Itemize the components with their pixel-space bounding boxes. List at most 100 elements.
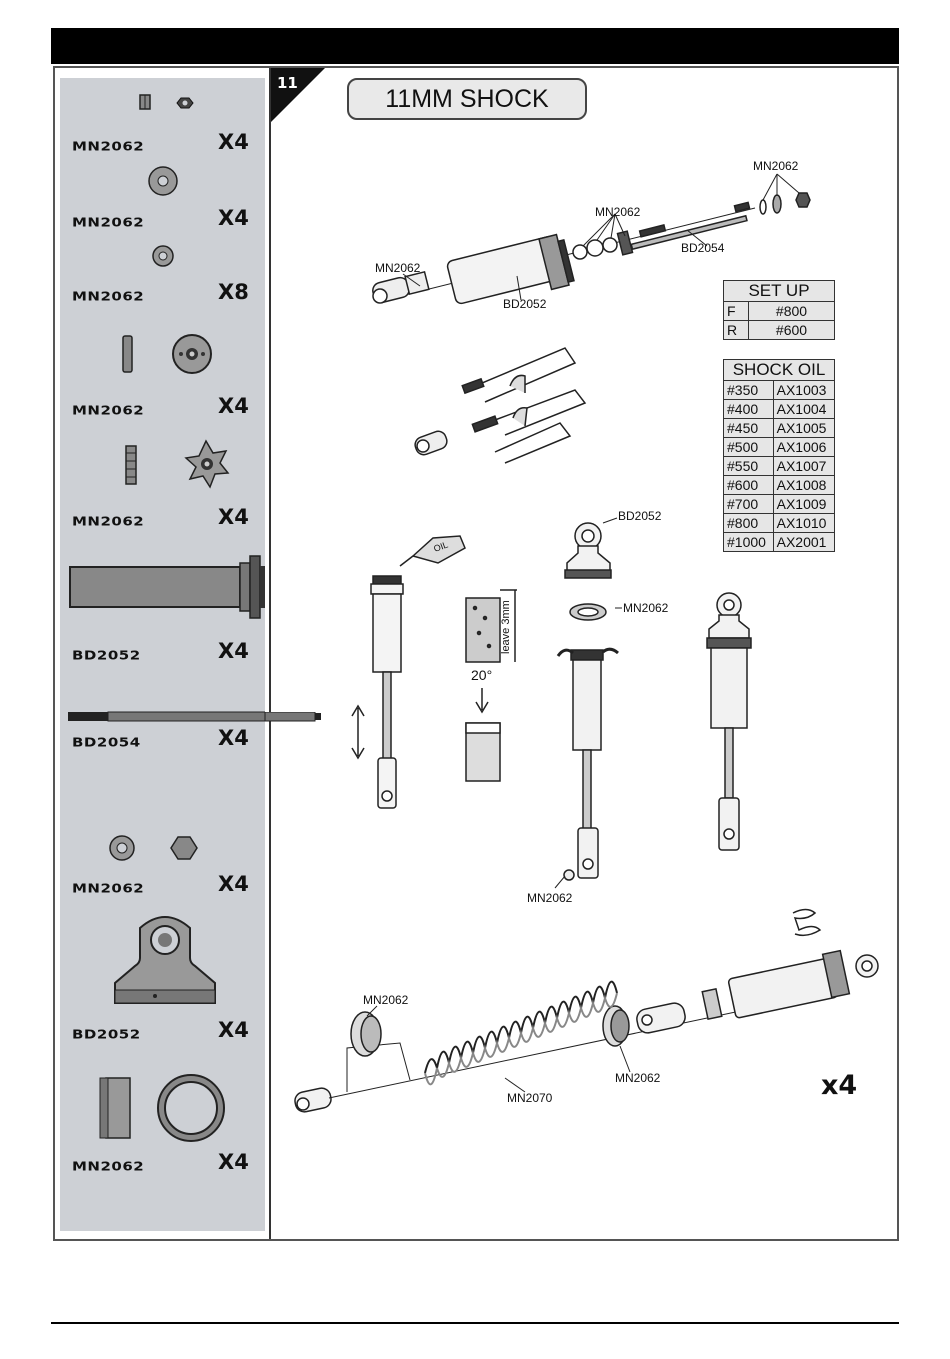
footer-rule	[51, 1322, 899, 1324]
callout-lines	[366, 1005, 378, 1017]
oil-weight: #800	[723, 513, 774, 533]
callout-label: MN2062	[527, 891, 573, 905]
callout-lines	[619, 1045, 631, 1073]
step-number: 11	[277, 74, 298, 92]
spring-coil-icon	[424, 980, 618, 1086]
setup-value: #600	[748, 320, 835, 340]
shaft-extension-icon	[265, 712, 321, 722]
part-code: MN2062	[72, 402, 145, 418]
part-code: BD2052	[72, 647, 141, 663]
shock-body-icon	[69, 555, 265, 619]
oil-code: AX1003	[772, 380, 836, 400]
oil-code: AX1006	[772, 437, 836, 457]
oil-code: AX1009	[772, 494, 836, 514]
assembly-diagram: MN2062 BD2052 MN2062 BD2054 MN2062	[294, 159, 879, 1113]
callout-label: MN2062	[623, 601, 669, 615]
part-code: MN2062	[72, 138, 145, 154]
part-code: MN2062	[72, 214, 145, 230]
part-qty: X4	[218, 1018, 249, 1042]
setup-title: SET UP	[723, 280, 835, 302]
part-code: MN2062	[72, 513, 145, 529]
oil-code: AX1005	[772, 418, 836, 438]
callout-lines	[554, 875, 566, 889]
part-qty: X4	[218, 726, 249, 750]
oil-weight: #1000	[723, 532, 774, 552]
oil-code: AX2001	[772, 532, 836, 552]
step-number-badge	[271, 68, 325, 122]
part-qty: X4	[218, 639, 249, 663]
callout-label: MN2070	[507, 1091, 553, 1105]
callout-label: BD2052	[503, 297, 547, 311]
part-qty: X4	[218, 872, 249, 896]
part-qty: X8	[218, 280, 249, 304]
oil-weight: #350	[723, 380, 774, 400]
assembly-multiplier: x4	[821, 1070, 858, 1101]
piston-icon	[122, 334, 212, 374]
washer-nut-icon	[109, 835, 198, 861]
callout-label: BD2052	[618, 509, 662, 523]
callout-label: MN2062	[363, 993, 409, 1007]
callout-lines	[402, 173, 800, 301]
spring-cup-icon	[125, 439, 230, 489]
part-code: MN2062	[72, 288, 145, 304]
header-bar	[51, 28, 899, 64]
part-code: BD2054	[72, 734, 141, 750]
shock-cap-icon	[114, 916, 216, 1004]
part-qty: X4	[218, 1150, 249, 1174]
table-row: R #600	[723, 320, 835, 340]
cap-install-icon	[556, 522, 619, 881]
oil-code: AX1007	[772, 456, 836, 476]
shock-oil-fill-icon	[351, 535, 466, 809]
oil-code: AX1008	[772, 475, 836, 495]
oil-level-detail-icon	[465, 589, 517, 782]
washer-icon	[148, 166, 178, 196]
part-qty: X4	[218, 394, 249, 418]
setup-position: F	[723, 301, 749, 321]
parts-sidebar: MN2062 X4 MN2062 X4 MN2062 X8 MN2062 X4 …	[60, 78, 265, 1231]
shock-oil-title: SHOCK OIL	[723, 359, 835, 381]
part-code: BD2052	[72, 1026, 141, 1042]
oil-code: AX1010	[772, 513, 836, 533]
shock-shaft-icon	[68, 711, 265, 722]
small-washer-icon	[152, 245, 174, 267]
callout-label: MN2062	[375, 261, 421, 275]
leave-3mm-note: leave 3mm	[500, 600, 512, 654]
setup-table: SET UP F #800 R #600	[723, 280, 835, 340]
oil-weight: #450	[723, 418, 774, 438]
setup-position: R	[723, 320, 749, 340]
part-qty: X4	[218, 130, 249, 154]
chassis-mount-icon	[414, 347, 587, 464]
part-code: MN2062	[72, 1158, 145, 1174]
oil-bottle-label: OIL	[432, 540, 449, 554]
oil-weight: #400	[723, 399, 774, 419]
step-title: 11MM SHOCK	[347, 78, 587, 120]
assembled-shock-icon	[706, 592, 752, 851]
spring-assembly-icon	[294, 908, 879, 1113]
callout-lines	[504, 1077, 526, 1093]
part-code: MN2062	[72, 880, 145, 896]
callout-label: MN2062	[753, 159, 799, 173]
callout-label: MN2062	[595, 205, 641, 219]
oil-weight: #500	[723, 437, 774, 457]
oil-weight: #550	[723, 456, 774, 476]
exploded-shock-icon	[372, 192, 811, 305]
callout-label: BD2054	[681, 241, 725, 255]
oil-weight: #700	[723, 494, 774, 514]
table-row: F #800	[723, 301, 835, 321]
callout-lines	[602, 517, 618, 524]
sidebar-divider	[269, 68, 271, 1239]
angle-note: 20°	[471, 667, 492, 683]
instruction-panel: MN2062 X4 MN2062 X4 MN2062 X8 MN2062 X4 …	[53, 66, 899, 1241]
screw-nut-icon	[139, 94, 194, 110]
setup-value: #800	[748, 301, 835, 321]
bushing-ring-icon	[99, 1074, 225, 1142]
